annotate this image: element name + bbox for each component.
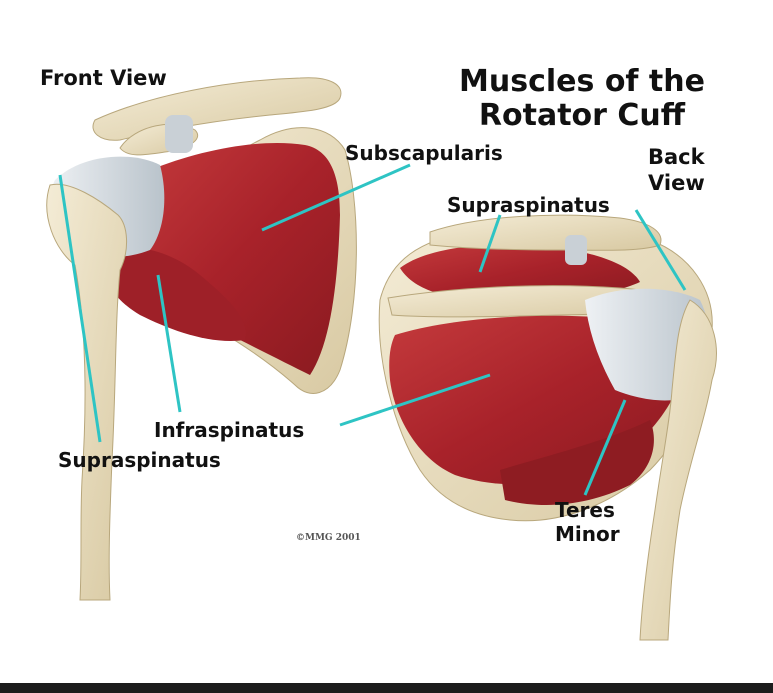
back-acromion: [429, 214, 662, 251]
front-infraspinatus-muscle: [104, 247, 246, 341]
leader-infraspinatus-back: [339, 373, 491, 427]
subscapularis-muscle: [129, 142, 340, 375]
leader-supraspinatus-front: [58, 174, 102, 443]
back-joint-gap: [565, 235, 587, 265]
back-humerus: [639, 299, 717, 641]
back-teres-minor-muscle: [500, 420, 654, 505]
supraspinatus-back-label: Supraspinatus: [447, 193, 610, 217]
back-view-label-line-1: Back: [648, 145, 705, 169]
front-view-label: Front View: [40, 66, 167, 90]
bottom-bar: [0, 683, 773, 693]
subscapularis-label: Subscapularis: [345, 141, 503, 165]
front-clavicle: [92, 77, 342, 141]
back-view-label-line-2: View: [648, 171, 705, 195]
teres-minor-label-line-2: Minor: [555, 522, 620, 546]
leader-back-view: [634, 209, 687, 291]
teres-minor-label-line-1: Teres: [555, 498, 615, 522]
back-view-shoulder: [378, 214, 717, 641]
leader-lines: [58, 163, 687, 496]
front-humerus: [46, 183, 127, 601]
title-line-2: Rotator Cuff: [478, 98, 686, 133]
leader-infraspinatus-front: [156, 274, 182, 413]
supraspinatus-front-label: Supraspinatus: [58, 448, 221, 472]
infraspinatus-label: Infraspinatus: [154, 418, 305, 442]
front-joint-gap: [165, 115, 193, 153]
leader-teres-minor: [583, 399, 627, 496]
leader-supraspinatus-back: [478, 214, 502, 273]
title-line-1: Muscles of the: [459, 64, 705, 99]
front-view-shoulder: [46, 77, 357, 601]
copyright-notice: ©MMG 2001: [296, 533, 361, 543]
leader-subscapularis: [261, 163, 411, 232]
